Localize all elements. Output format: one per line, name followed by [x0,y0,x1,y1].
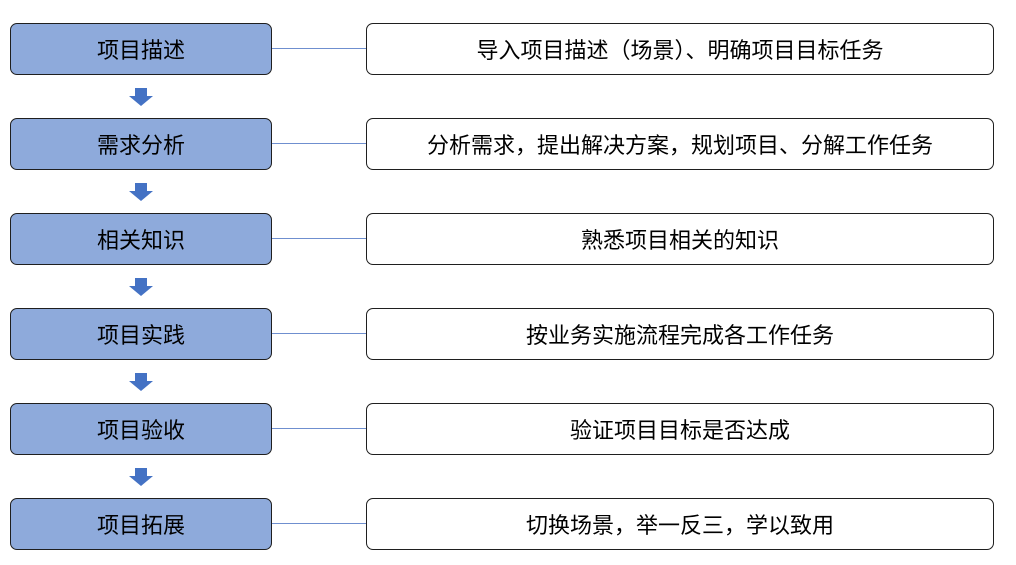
stage-label: 项目描述 [96,39,185,64]
description-box: 熟悉项目相关的知识 [366,213,994,265]
down-arrow-icon [129,468,153,486]
description-box: 分析需求，提出解决方案，规划项目、分解工作任务 [366,118,994,170]
description-label: 分析需求，提出解决方案，规划项目、分解工作任务 [426,134,933,159]
down-arrow-icon [129,373,153,391]
down-arrow-icon [129,183,153,201]
description-label: 切换场景，举一反三，学以致用 [525,514,834,539]
connector-line [272,143,366,144]
description-label: 按业务实施流程完成各工作任务 [525,324,834,349]
stage-box-project-extension: 项目拓展 [10,498,272,550]
stage-label: 需求分析 [96,134,185,159]
stage-label: 相关知识 [96,229,185,254]
description-box: 切换场景，举一反三，学以致用 [366,498,994,550]
description-label: 验证项目目标是否达成 [569,419,790,444]
description-box: 按业务实施流程完成各工作任务 [366,308,994,360]
stage-box-project-practice: 项目实践 [10,308,272,360]
description-box: 导入项目描述（场景）、明确项目目标任务 [366,23,994,75]
connector-line [272,333,366,334]
stage-box-related-knowledge: 相关知识 [10,213,272,265]
connector-line [272,523,366,524]
stage-label: 项目拓展 [96,514,185,539]
stage-label: 项目验收 [96,419,185,444]
description-label: 导入项目描述（场景）、明确项目目标任务 [476,39,884,64]
connector-line [272,48,366,49]
connector-line [272,428,366,429]
stage-box-requirement-analysis: 需求分析 [10,118,272,170]
stage-box-project-acceptance: 项目验收 [10,403,272,455]
description-box: 验证项目目标是否达成 [366,403,994,455]
stage-box-project-description: 项目描述 [10,23,272,75]
down-arrow-icon [129,278,153,296]
description-label: 熟悉项目相关的知识 [580,229,779,254]
stage-label: 项目实践 [96,324,185,349]
down-arrow-icon [129,88,153,106]
connector-line [272,238,366,239]
